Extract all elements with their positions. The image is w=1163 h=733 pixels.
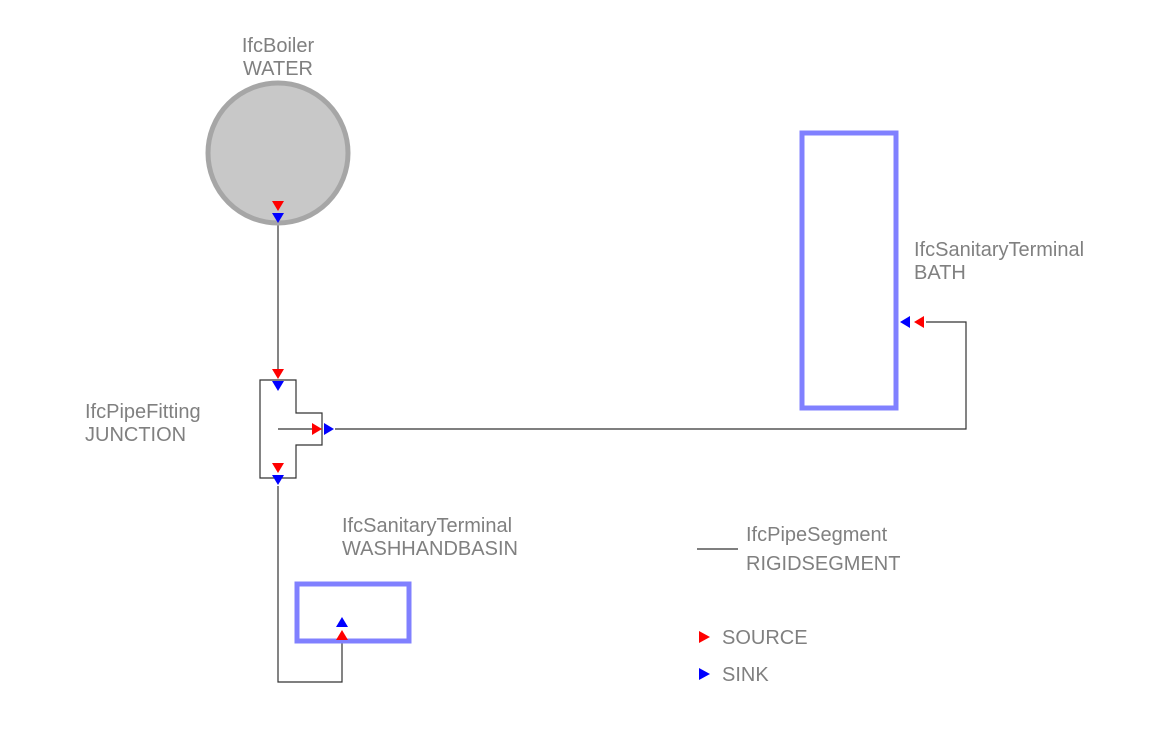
basin-type-label: IfcSanitaryTerminal	[342, 515, 512, 537]
fitting-type-label: IfcPipeFitting	[85, 401, 201, 423]
bath-shape	[799, 130, 899, 411]
legend-sink-label: SINK	[722, 664, 769, 686]
fitting-bottom-source-port-icon	[272, 463, 284, 473]
fitting-subtype-label: JUNCTION	[85, 424, 186, 446]
basin-source-port-icon	[336, 630, 348, 640]
legend-segment-subtype: RIGIDSEGMENT	[746, 553, 900, 575]
basin-node[interactable]: IfcSanitaryTerminal WASHHANDBASIN	[294, 515, 518, 644]
boiler-source-port-icon	[272, 201, 284, 211]
legend-source-label: SOURCE	[722, 627, 808, 649]
fitting-node[interactable]: IfcPipeFitting JUNCTION	[85, 369, 334, 485]
boiler-sink-port-icon	[272, 213, 284, 223]
boiler-type-label: IfcBoiler	[242, 35, 315, 57]
legend-segment-type: IfcPipeSegment	[746, 524, 888, 546]
fitting-bottom-sink-port-icon	[272, 475, 284, 485]
boiler-node[interactable]: IfcBoiler WATER	[205, 35, 351, 226]
bath-node[interactable]: IfcSanitaryTerminal BATH	[799, 130, 1084, 411]
legend: IfcPipeSegment RIGIDSEGMENT SOURCE SINK	[697, 524, 900, 686]
basin-shape	[294, 581, 412, 644]
bath-subtype-label: BATH	[914, 262, 966, 284]
fitting-top-source-port-icon	[272, 369, 284, 379]
pipe-fitting-to-bath	[335, 321, 967, 430]
fitting-top-sink-port-icon	[272, 381, 284, 391]
fitting-right-sink-port-icon	[324, 423, 334, 435]
basin-sink-port-icon	[336, 617, 348, 627]
legend-sink-icon	[699, 668, 710, 680]
basin-subtype-label: WASHHANDBASIN	[342, 538, 518, 560]
bath-type-label: IfcSanitaryTerminal	[914, 239, 1084, 261]
legend-source-icon	[699, 631, 710, 643]
boiler-subtype-label: WATER	[243, 58, 313, 80]
pipe-fitting-to-basin	[277, 486, 343, 683]
bath-source-port-icon	[914, 316, 924, 328]
fitting-right-source-port-icon	[312, 423, 322, 435]
bath-sink-port-icon	[900, 316, 910, 328]
